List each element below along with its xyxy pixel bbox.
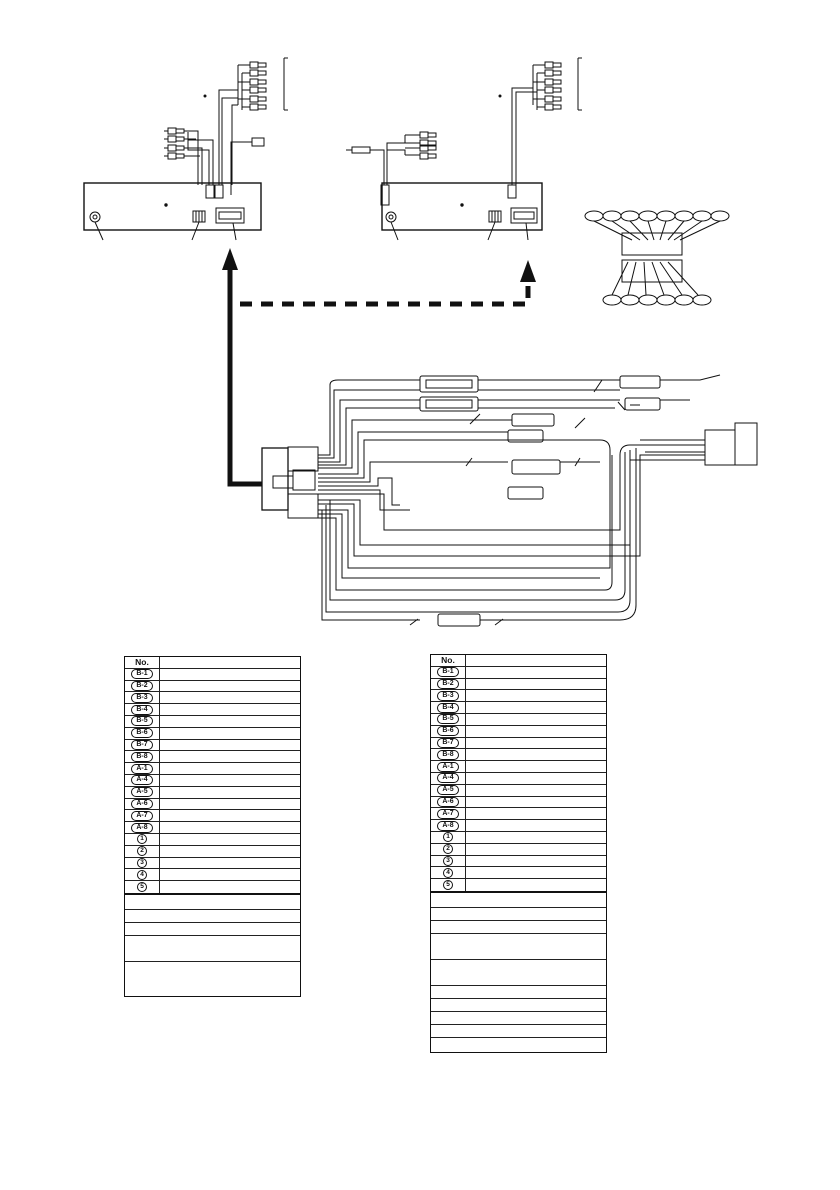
table-row: B-4 — [431, 702, 606, 714]
pin-label: A-6 — [437, 796, 459, 807]
table-footer — [125, 892, 300, 996]
table-row: 1 — [125, 833, 300, 846]
pin-label: B-8 — [131, 751, 153, 762]
table-row: 1 — [431, 831, 606, 844]
table-header: No. — [431, 655, 606, 667]
table-row: A-6 — [431, 796, 606, 809]
pin-label: B-8 — [437, 749, 459, 760]
circled-number: 3 — [443, 855, 453, 866]
table-row: 3 — [431, 855, 606, 868]
header-no: No. — [431, 655, 466, 666]
pin-label: A-8 — [437, 820, 459, 831]
circled-number: 2 — [137, 846, 147, 857]
circled-number: 4 — [137, 869, 147, 880]
pin-label: B-6 — [131, 728, 153, 739]
pin-label: B-3 — [437, 690, 459, 701]
table-row: A-5 — [125, 786, 300, 799]
pin-label: B-4 — [131, 704, 153, 715]
iso-connector-detail — [584, 210, 730, 306]
table-row: A-1 — [125, 763, 300, 775]
table-row: B-4 — [125, 704, 300, 716]
header-no: No. — [125, 657, 160, 668]
circled-number: 3 — [137, 857, 147, 868]
pin-label: B-7 — [437, 737, 459, 748]
table-row: A-1 — [431, 761, 606, 773]
table-row: A-5 — [431, 784, 606, 797]
table-row: A-8 — [431, 820, 606, 832]
table-row: A-4 — [431, 772, 606, 785]
table-row: B-5 — [125, 715, 300, 728]
pin-label: B-4 — [437, 702, 459, 713]
pin-label: B-2 — [437, 678, 459, 689]
circled-number: 1 — [137, 834, 147, 845]
table-row: B-7 — [431, 737, 606, 750]
pin-label: B-5 — [131, 716, 153, 727]
pin-label: A-7 — [131, 810, 153, 821]
table-row: B-3 — [125, 692, 300, 705]
pin-label: A-8 — [131, 822, 153, 833]
circled-number: 5 — [137, 882, 147, 893]
table-row: 4 — [125, 869, 300, 882]
table-footer — [431, 890, 606, 1052]
wiring-harness — [261, 374, 758, 627]
pin-label: A-5 — [131, 787, 153, 798]
table-row: 2 — [431, 843, 606, 856]
pin-label: A-7 — [437, 808, 459, 819]
table-row: 5 — [125, 881, 300, 893]
pin-label: A-1 — [437, 761, 459, 772]
table-row: B-3 — [431, 690, 606, 703]
table-row: 2 — [125, 845, 300, 858]
pin-label: B-1 — [131, 669, 153, 680]
left-head-unit — [83, 57, 288, 241]
table-row: B-8 — [431, 749, 606, 762]
pin-label: A-4 — [437, 773, 459, 784]
table-row: A-7 — [431, 808, 606, 821]
table-row: B-1 — [125, 668, 300, 681]
circled-number: 4 — [443, 867, 453, 878]
pin-label: B-6 — [437, 726, 459, 737]
table-row: B-6 — [431, 725, 606, 738]
table-row: B-5 — [431, 713, 606, 726]
circled-number: 1 — [443, 832, 453, 843]
table-row: B-2 — [431, 678, 606, 691]
table-row: 4 — [431, 867, 606, 880]
pin-label: A-5 — [437, 785, 459, 796]
pin-label: B-1 — [437, 667, 459, 678]
table-row: A-6 — [125, 798, 300, 811]
circled-number: 5 — [443, 880, 453, 891]
pin-label: B-2 — [131, 680, 153, 691]
table-row: A-4 — [125, 774, 300, 787]
pin-label: A-6 — [131, 798, 153, 809]
table-row: B-7 — [125, 739, 300, 752]
table-row: B-6 — [125, 727, 300, 740]
table-row: B-2 — [125, 680, 300, 693]
pin-label: A-4 — [131, 775, 153, 786]
right-head-unit — [346, 57, 582, 241]
pin-label: B-5 — [437, 714, 459, 725]
circled-number: 2 — [443, 844, 453, 855]
table-row: 3 — [125, 857, 300, 870]
pin-label: B-3 — [131, 692, 153, 703]
pin-label: B-7 — [131, 739, 153, 750]
table-row: B-1 — [431, 666, 606, 679]
table-row: B-8 — [125, 751, 300, 764]
table-row: 5 — [431, 879, 606, 891]
table-header: No. — [125, 657, 300, 669]
pin-label: A-1 — [131, 763, 153, 774]
table-row: A-7 — [125, 810, 300, 823]
connection-arrows — [222, 248, 536, 487]
table-row: A-8 — [125, 822, 300, 834]
